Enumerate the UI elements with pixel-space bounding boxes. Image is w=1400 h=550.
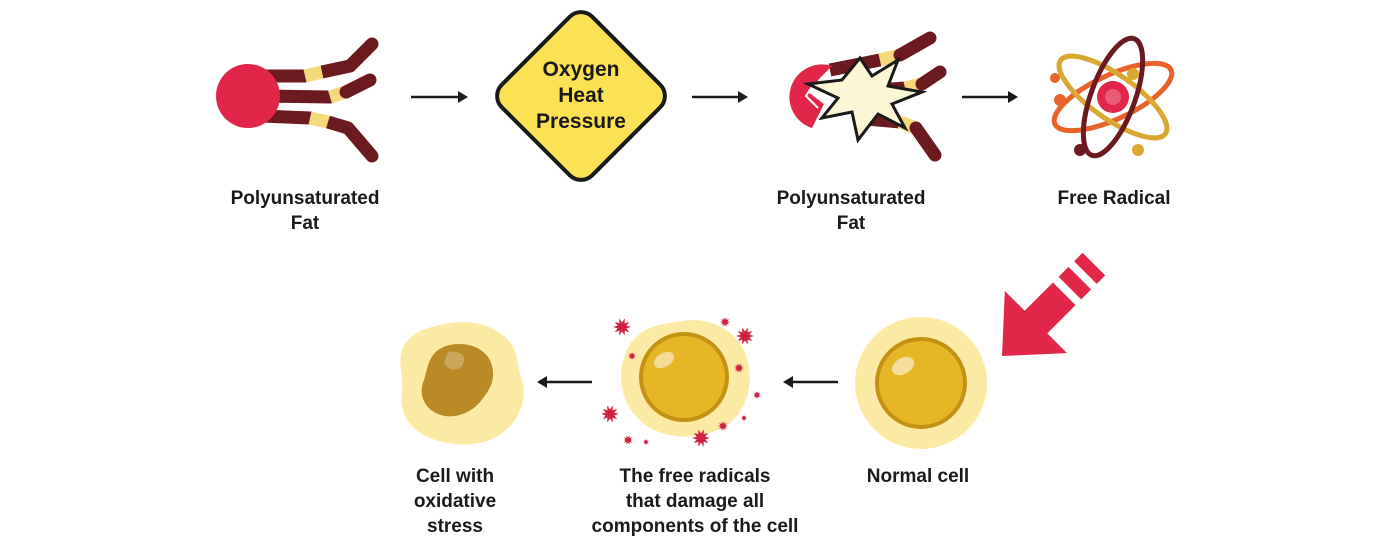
free-radical-particle: [628, 352, 636, 360]
label-polyunsaturated-fat-broken: Polyunsaturated Fat: [776, 188, 926, 234]
atom-icon: [1050, 35, 1175, 159]
free-radical-particle: [613, 318, 631, 336]
fat-head: [216, 64, 280, 128]
sign-catalyst-text: Oxygen Heat Pressure: [536, 58, 626, 133]
label-polyunsaturated-fat-intact: Polyunsaturated Fat: [230, 188, 380, 234]
free-radical-particle: [692, 429, 710, 447]
free-radical-particle: [718, 421, 728, 431]
free-radical-particle: [753, 391, 761, 399]
broken-fatty-acid-molecule-icon: [789, 31, 947, 162]
label-attacked-cell: The free radicals that damage all compon…: [591, 466, 799, 537]
arrow-right-icon: [411, 91, 468, 103]
fat-tail-bottom: [255, 109, 379, 163]
arrow-right-icon: [692, 91, 748, 103]
damaged-cell-icon: [400, 322, 524, 445]
free-radical-particle: [741, 415, 747, 421]
big-arrow-down-left-icon: [1002, 252, 1106, 356]
label-free-radical: Free Radical: [1057, 188, 1171, 209]
arrow-left-icon: [783, 376, 838, 388]
label-normal-cell: Normal cell: [866, 466, 970, 487]
fat-tail-top: [255, 37, 379, 83]
fatty-acid-molecule-icon: [216, 37, 379, 163]
spark-burst: [802, 55, 928, 144]
fat-head-broken: [789, 64, 832, 128]
free-radical-particle: [601, 405, 619, 423]
arrow-left-icon: [537, 376, 592, 388]
healthy-cell-icon: [855, 317, 987, 449]
arrow-right-icon: [962, 91, 1018, 103]
free-radicals-cluster: [601, 317, 761, 447]
free-radical-particle: [734, 363, 744, 373]
cell-with-radicals-icon: [621, 320, 750, 437]
free-radical-particle: [623, 435, 633, 445]
free-radical-particle: [643, 439, 649, 445]
free-radical-particle: [720, 317, 730, 327]
warning-diamond-sign: [495, 10, 667, 182]
free-radical-particle: [736, 327, 754, 345]
label-oxidative-stress-cell: Cell with oxidative stress: [413, 466, 497, 537]
